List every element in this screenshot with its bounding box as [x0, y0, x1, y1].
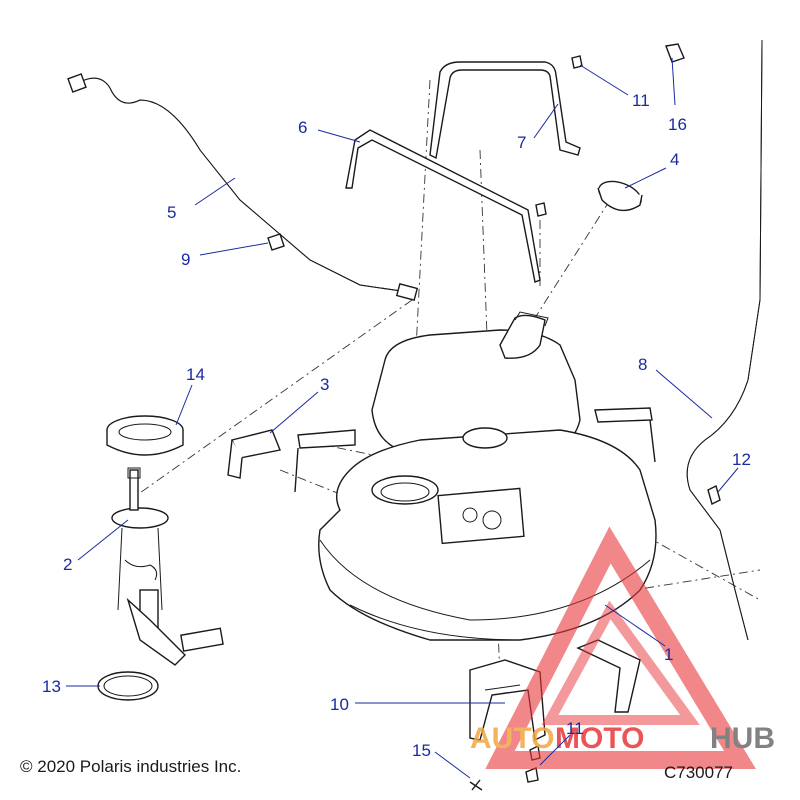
lock-ring [106, 415, 184, 456]
watermark: AUTO MOTO HUB [470, 526, 775, 769]
bolt-top [535, 202, 547, 217]
tank-strap-rear [429, 61, 581, 160]
drain-hose [686, 39, 763, 641]
watermark-part3: HUB [710, 722, 775, 755]
clip-12 [707, 484, 721, 506]
callout-13: 13 [42, 677, 61, 696]
callout-2: 2 [63, 555, 72, 574]
callouts: 1 2 3 4 5 6 7 8 9 10 11 11 12 13 14 15 1… [42, 91, 751, 760]
callout-16: 16 [668, 115, 687, 134]
callout-10: 10 [330, 695, 349, 714]
bolt-11-bottom [525, 767, 539, 783]
callout-15: 15 [412, 741, 431, 760]
callout-12: 12 [732, 450, 751, 469]
fuel-cap [597, 180, 643, 212]
callout-6: 6 [298, 118, 307, 137]
callout-8: 8 [638, 355, 647, 374]
callout-11-top: 11 [632, 91, 650, 110]
callout-11-bottom: 11 [566, 719, 584, 738]
callout-9: 9 [181, 250, 190, 269]
bolt-15 [469, 779, 483, 791]
callout-4: 4 [670, 150, 679, 169]
callout-1: 1 [664, 645, 673, 664]
callout-14: 14 [186, 365, 205, 384]
copyright-text: © 2020 Polaris industries Inc. [20, 757, 242, 776]
callout-5: 5 [167, 203, 176, 222]
callout-7: 7 [517, 133, 526, 152]
callout-3: 3 [320, 375, 329, 394]
clip-9 [267, 233, 285, 251]
drawing-number: C730077 [664, 763, 734, 782]
bolt-11-top [571, 55, 583, 69]
leader-lines [66, 57, 739, 779]
fuel-tank [318, 311, 657, 641]
vent-hose [67, 73, 419, 301]
clip-16 [665, 43, 685, 63]
watermark-part1: AUTO [470, 722, 554, 755]
seal-gasket [97, 671, 159, 701]
tank-strap-front [345, 129, 541, 283]
watermark-part2: MOTO [555, 722, 644, 755]
fuel-pump [111, 467, 224, 666]
